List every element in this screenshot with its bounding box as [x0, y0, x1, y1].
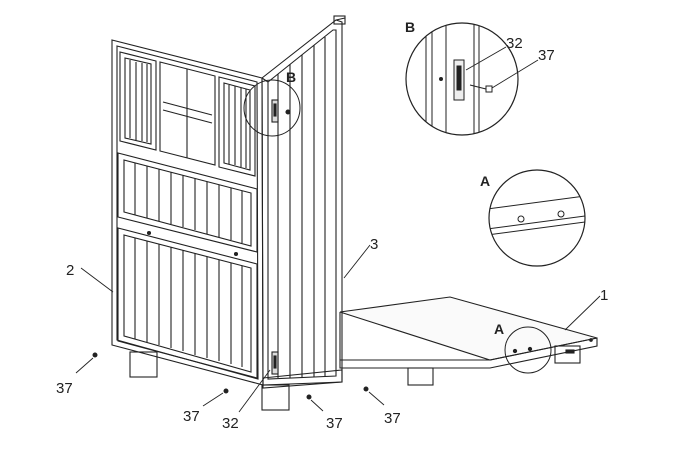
side-wall-panel [261, 15, 346, 389]
label-detail-a-main: A [494, 321, 504, 337]
label-screw-37: 37 [384, 410, 401, 427]
label-detail-b-zoom: B [405, 19, 415, 35]
label-detail-b-37: 37 [538, 47, 555, 64]
screw-icon [306, 394, 312, 400]
leader-lines [75, 46, 601, 413]
screw-icons [92, 352, 369, 400]
label-detail-b-32: 32 [506, 35, 523, 52]
label-part-3: 3 [370, 236, 378, 253]
label-part-2: 2 [66, 262, 74, 279]
detail-circle-b [243, 79, 301, 137]
label-detail-b-main: B [286, 69, 296, 85]
label-bracket-32: 32 [222, 415, 239, 432]
detail-circle-a [504, 326, 552, 374]
front-wall-panel [111, 39, 290, 411]
label-part-1: 1 [600, 287, 608, 304]
detail-b-zoom [405, 22, 519, 136]
label-screw-37: 37 [326, 415, 343, 432]
label-detail-a-zoom: A [480, 173, 490, 189]
floor-panel [339, 296, 598, 386]
detail-a-zoom [488, 169, 586, 267]
label-screw-37: 37 [56, 380, 73, 397]
screw-icon [223, 388, 229, 394]
screw-icon [92, 352, 98, 358]
screw-icon [363, 386, 369, 392]
label-screw-37: 37 [183, 408, 200, 425]
